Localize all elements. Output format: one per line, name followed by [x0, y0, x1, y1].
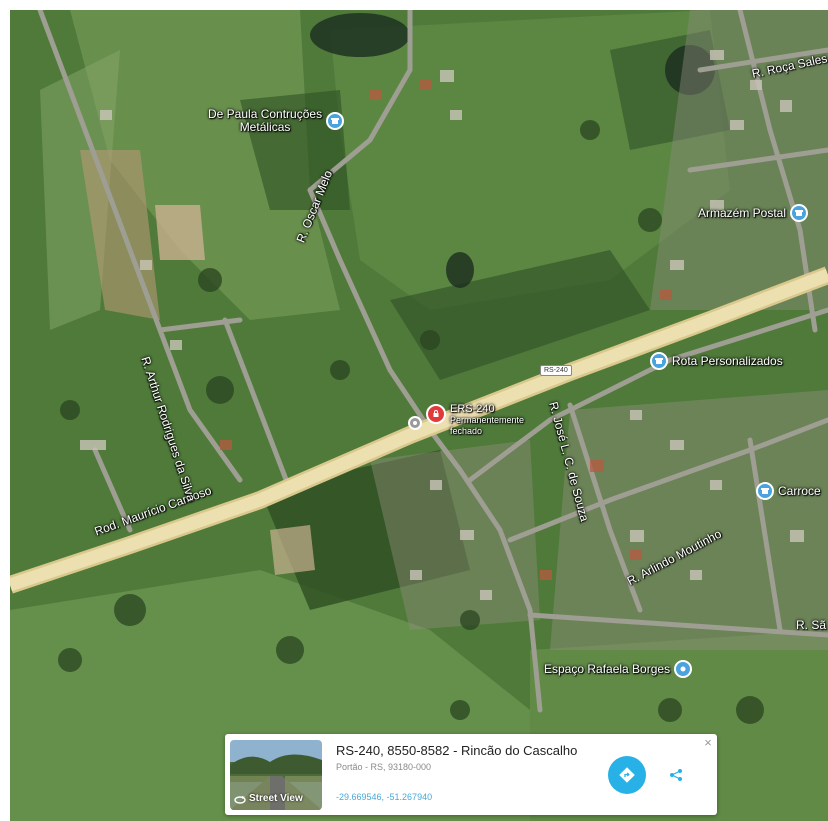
satellite-map[interactable]: Rod. Maurício Cardoso R. Oscar Melo R. A…: [10, 10, 828, 821]
place-title: RS-240, 8550-8582 - Rincão do Cascalho: [336, 743, 578, 758]
poi-ers-240[interactable]: ERS-240 Permanentemente fechado: [408, 404, 524, 437]
poi-armazem-postal[interactable]: Armazém Postal: [698, 204, 809, 222]
poi-de-paula-name-line2: Metálicas: [239, 120, 291, 134]
poi-carroce-name: Carroce: [778, 484, 821, 498]
poi-rota-personalizados[interactable]: Rota Personalizados: [650, 352, 783, 370]
share-button[interactable]: [665, 764, 687, 786]
poi-de-paula-name-line1: De Paula Contruções: [208, 107, 323, 121]
poi-ers-status-line2: fechado: [450, 426, 483, 436]
poi-de-paula[interactable]: De Paula Contruções Metálicas: [208, 107, 345, 134]
poi-ers-status-line1: Permanentemente: [450, 415, 525, 425]
poi-carroce[interactable]: Carroce: [756, 482, 821, 500]
street-view-thumbnail[interactable]: Street View: [230, 740, 322, 810]
directions-button[interactable]: [608, 756, 646, 794]
map-imagery: [10, 10, 828, 821]
road-label-sa: R. Sã: [796, 618, 827, 632]
poi-espaco-rafaela[interactable]: Espaço Rafaela Borges: [544, 660, 693, 678]
share-icon: [670, 769, 682, 781]
place-icon: [674, 660, 693, 678]
location-small-icon: [408, 416, 422, 430]
close-icon: ×: [704, 735, 712, 750]
store-icon: [756, 482, 774, 500]
poi-rota-name: Rota Personalizados: [672, 354, 783, 368]
place-coordinates[interactable]: -29.669546, -51.267940: [336, 792, 433, 802]
street-view-image: [230, 740, 322, 810]
store-icon: [650, 352, 668, 370]
poi-armazem-name: Armazém Postal: [698, 206, 787, 220]
close-button[interactable]: ×: [701, 736, 715, 750]
location-info-card[interactable]: Street View RS-240, 8550-8582 - Rincão d…: [225, 734, 717, 815]
store-icon: [326, 112, 345, 130]
poi-ers-title: ERS-240: [450, 403, 495, 415]
place-address: Portão - RS, 93180-000: [336, 762, 432, 772]
poi-espaco-name: Espaço Rafaela Borges: [544, 662, 671, 676]
directions-icon: [619, 767, 635, 783]
closed-pin-icon: [426, 404, 446, 424]
street-view-label: Street View: [234, 793, 303, 804]
road-shield-rs240: RS-240: [540, 365, 572, 376]
street-view-icon: [234, 795, 246, 804]
store-icon: [790, 204, 809, 222]
street-view-text: Street View: [249, 793, 303, 804]
